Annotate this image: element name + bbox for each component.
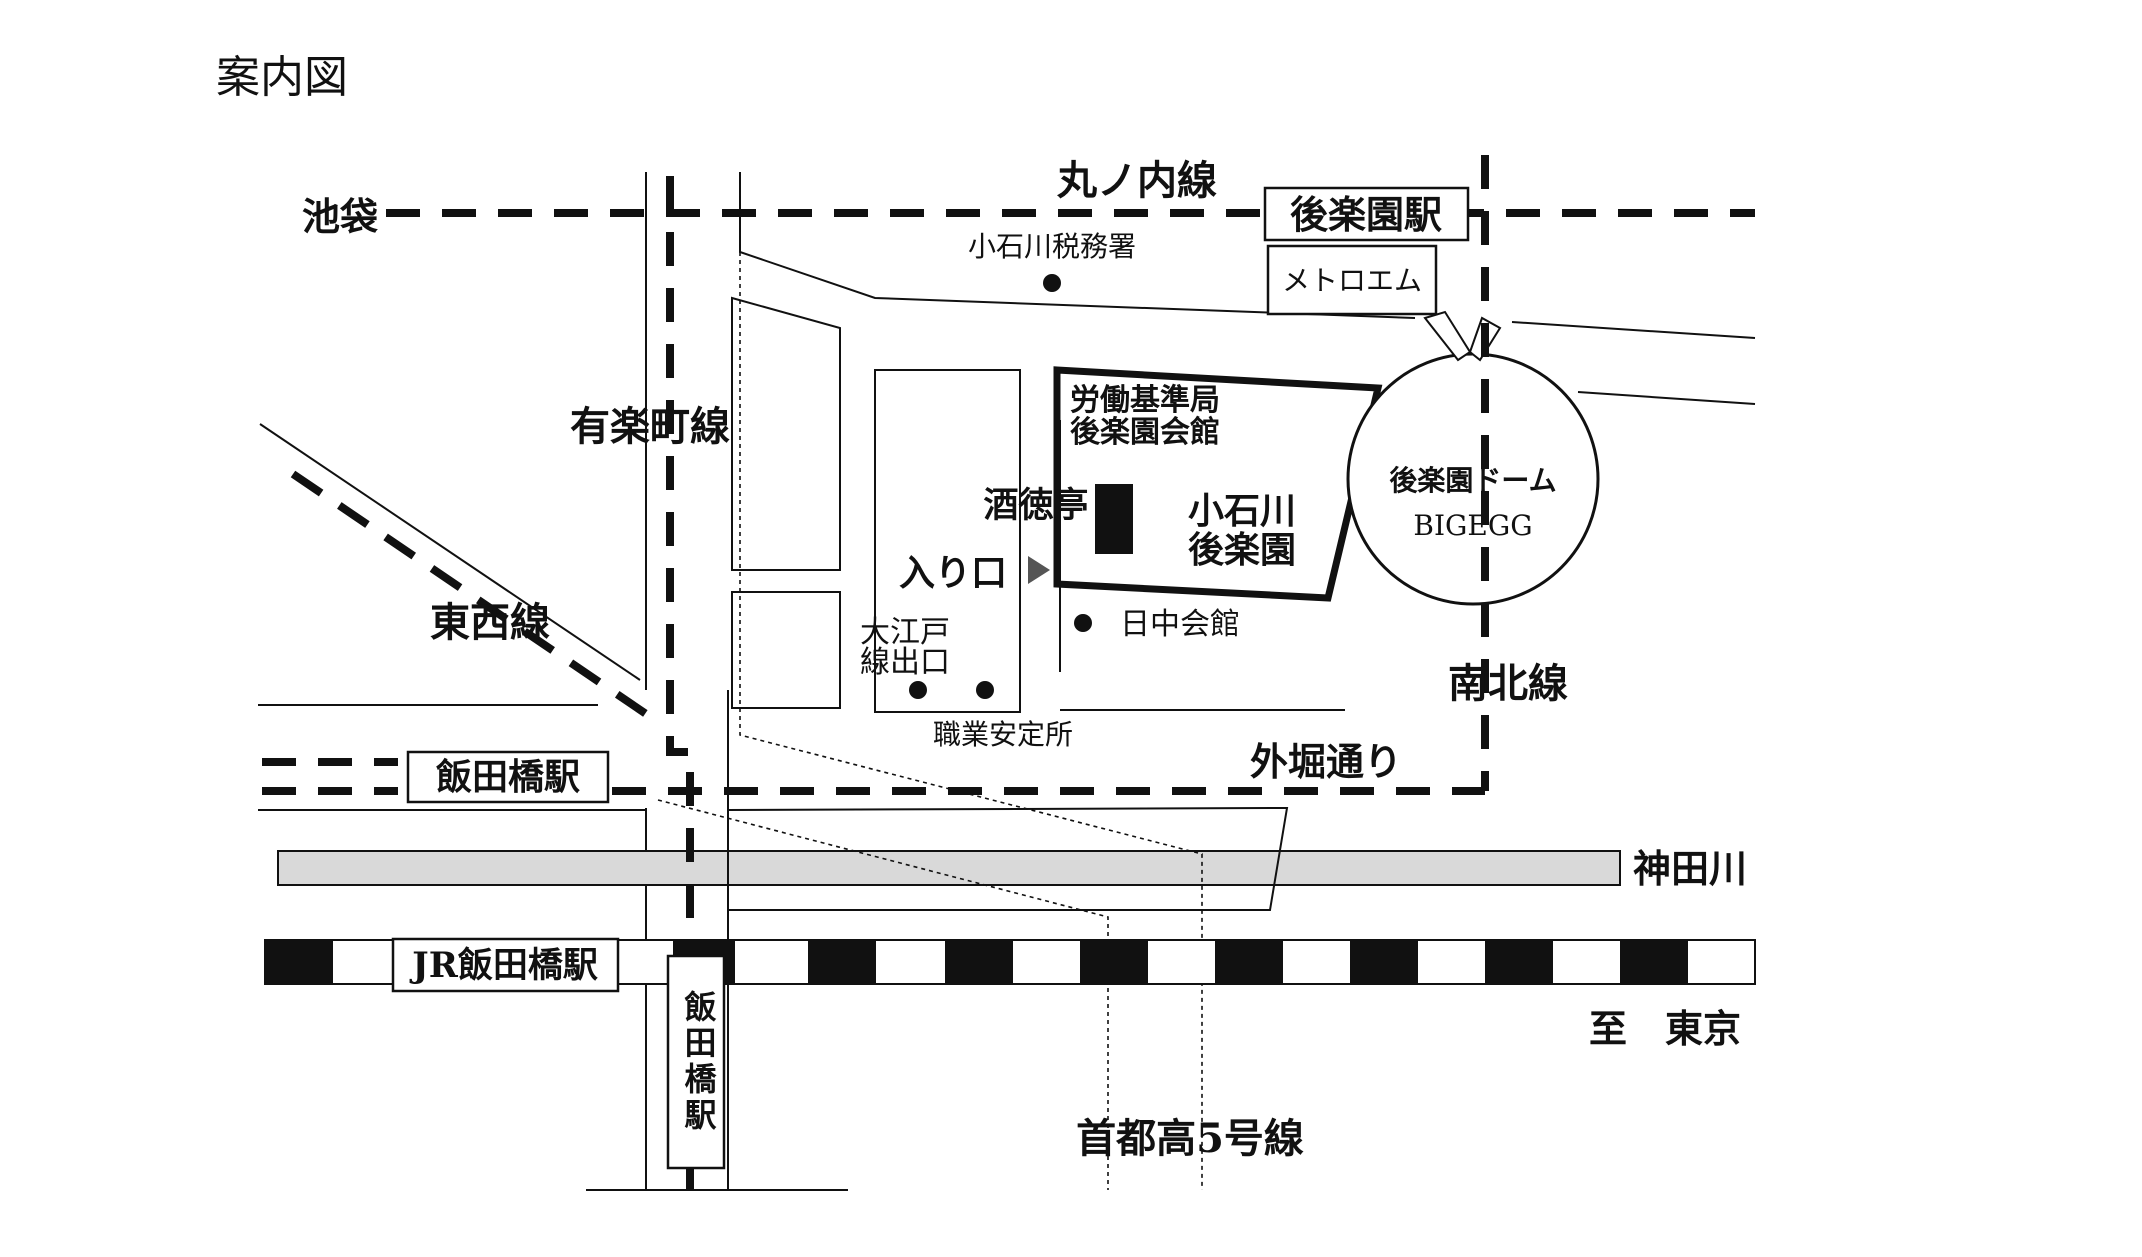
place-markers bbox=[909, 274, 1133, 699]
station-box-iidabashi-vertical[interactable]: 飯田橋駅 bbox=[666, 954, 726, 1170]
tozai-line bbox=[290, 470, 658, 724]
nicchu-kaikan-label: 日中会館 bbox=[1120, 607, 1240, 642]
oedo-exit-label-2: 線出口 bbox=[860, 645, 950, 680]
tax-office-marker bbox=[1043, 274, 1061, 292]
oedo-exit-marker-2 bbox=[976, 681, 994, 699]
shutokutei-marker bbox=[1095, 484, 1133, 554]
entrance-label: 入り口 bbox=[899, 552, 1007, 594]
namboku-label: 南北線 bbox=[1448, 660, 1568, 707]
kanda-river-label: 神田川 bbox=[1633, 846, 1747, 891]
dome-label-1: 後楽園ドーム bbox=[1389, 464, 1556, 497]
tozai-label: 東西線 bbox=[430, 599, 550, 646]
svg-text:飯田橋駅: 飯田橋駅 bbox=[680, 989, 718, 1134]
yurakucho-label: 有楽町線 bbox=[570, 403, 730, 450]
svg-text:飯田橋駅: 飯田橋駅 bbox=[436, 756, 580, 798]
sotobori-label: 外堀通り bbox=[1250, 739, 1402, 784]
nicchu-kaikan-marker bbox=[1074, 614, 1092, 632]
entrance-arrow-icon bbox=[1028, 556, 1050, 584]
hello-work-label: 職業安定所 bbox=[933, 718, 1073, 751]
garden-label-1: 小石川 bbox=[1188, 490, 1296, 532]
labor-bureau-label-2: 後楽園会館 bbox=[1070, 415, 1220, 450]
shutokutei-label: 酒徳亭 bbox=[983, 485, 1088, 526]
shuto5-label: 首都高5号線 bbox=[1076, 1115, 1304, 1162]
tokyo-direction-label: 至 東京 bbox=[1589, 1006, 1741, 1051]
marunouchi-label: 丸ノ内線 bbox=[1056, 157, 1217, 204]
ikebukuro-label: 池袋 bbox=[302, 194, 378, 239]
svg-text:JR飯田橋駅: JR飯田橋駅 bbox=[409, 945, 598, 986]
oedo-exit-marker-1 bbox=[909, 681, 927, 699]
station-box-jr-iidabashi[interactable]: JR飯田橋駅 bbox=[391, 937, 620, 993]
kanda-river bbox=[277, 850, 1621, 886]
svg-text:後楽園駅: 後楽園駅 bbox=[1290, 192, 1442, 237]
garden-label-2: 後楽園 bbox=[1188, 529, 1296, 571]
station-box-iidabashi[interactable]: 飯田橋駅 bbox=[406, 750, 610, 804]
shuto-expressway-route bbox=[657, 172, 1289, 1190]
map-title: 案内図 bbox=[216, 52, 348, 103]
tax-office-label: 小石川税務署 bbox=[968, 230, 1136, 263]
metro-m-box[interactable]: メトロエム bbox=[1266, 244, 1438, 316]
dome-label-2: BIGEGG bbox=[1413, 509, 1532, 542]
svg-text:メトロエム: メトロエム bbox=[1282, 264, 1422, 297]
labor-bureau-label-1: 労働基準局 bbox=[1070, 383, 1220, 418]
building-blocks bbox=[731, 296, 1021, 713]
oedo-exit-label-1: 大江戸 bbox=[860, 615, 950, 650]
station-box-korakuen[interactable]: 後楽園駅 bbox=[1263, 186, 1470, 242]
